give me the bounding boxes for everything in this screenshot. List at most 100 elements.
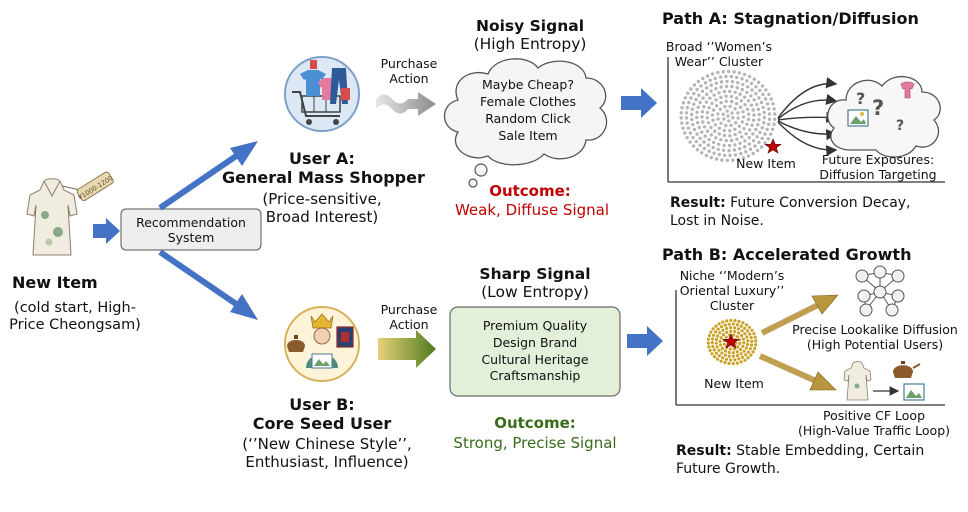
cluster-dot bbox=[700, 89, 705, 94]
cluster-dot bbox=[707, 137, 711, 142]
cluster-dot bbox=[710, 352, 714, 356]
cluster-dot bbox=[690, 107, 694, 112]
cluster-dot bbox=[726, 114, 730, 118]
cluster-dot bbox=[718, 75, 723, 79]
cluster-dot bbox=[705, 86, 709, 90]
cluster-dot bbox=[755, 135, 759, 139]
cluster-dot bbox=[740, 355, 745, 359]
cluster-dot bbox=[720, 351, 724, 355]
path-a-title: Path A: Stagnation/Diffusion bbox=[662, 9, 919, 28]
cluster-dot bbox=[739, 352, 743, 356]
cluster-dot bbox=[705, 110, 710, 115]
cluster-dot bbox=[719, 359, 723, 363]
cluster-dot bbox=[712, 151, 716, 155]
cluster-dot bbox=[724, 138, 728, 143]
growth-arrow-lookalike bbox=[760, 294, 839, 336]
cluster-dot bbox=[723, 353, 728, 357]
cluster-dot bbox=[703, 81, 708, 85]
cluster-dot bbox=[714, 136, 718, 140]
cluster-dot bbox=[763, 132, 767, 136]
cluster-dot bbox=[751, 151, 755, 156]
cluster-dot bbox=[733, 90, 737, 95]
cluster-dot bbox=[733, 153, 738, 157]
user-b-title: User B: Core Seed User bbox=[252, 395, 392, 433]
cluster-dot bbox=[689, 112, 694, 117]
cluster-dot bbox=[744, 132, 748, 136]
path-b-lookalike-label: Precise Lookalike Diffusion (High Potent… bbox=[792, 322, 958, 352]
cluster-dot bbox=[697, 125, 701, 130]
cluster-dot bbox=[751, 350, 755, 354]
user-b-description: (‘’New Chinese Style’’, Enthusiast, Infl… bbox=[242, 435, 412, 471]
cluster-dot bbox=[756, 107, 761, 112]
cluster-dot bbox=[716, 357, 720, 361]
cluster-dot bbox=[732, 70, 736, 74]
cluster-dot bbox=[692, 102, 696, 107]
cluster-dot bbox=[708, 78, 712, 83]
cluster-dot bbox=[716, 334, 720, 338]
cluster-dot bbox=[729, 329, 733, 333]
cluster-dot bbox=[722, 128, 726, 133]
cluster-dot bbox=[692, 127, 697, 132]
cluster-dot bbox=[767, 122, 771, 127]
cluster-dot bbox=[749, 94, 753, 98]
cluster-dot bbox=[713, 355, 717, 359]
cluster-dot bbox=[746, 117, 751, 122]
cluster-dot bbox=[745, 335, 749, 339]
cluster-dot bbox=[728, 153, 732, 158]
cluster-dot bbox=[695, 110, 699, 115]
cluster-dot bbox=[733, 326, 737, 330]
cluster-dot bbox=[695, 148, 700, 152]
cluster-dot bbox=[760, 84, 765, 88]
arrow-system-to-user-b bbox=[158, 249, 258, 320]
cluster-dot bbox=[721, 328, 725, 332]
cluster-dot bbox=[713, 123, 718, 127]
path-a-axes bbox=[667, 57, 945, 183]
cluster-dot bbox=[714, 341, 718, 345]
cluster-dot bbox=[680, 106, 684, 110]
cluster-dot bbox=[719, 95, 723, 100]
cluster-dot bbox=[735, 350, 739, 354]
cluster-dot bbox=[715, 104, 719, 108]
cluster-dot bbox=[732, 148, 737, 152]
path-a-cluster-label: Broad ‘’Women’s Wear’’ Cluster bbox=[665, 39, 773, 69]
cluster-dot bbox=[752, 332, 756, 336]
cluster-dot bbox=[765, 102, 770, 106]
noisy-outcome-label: Outcome: bbox=[489, 182, 571, 200]
cluster-dot bbox=[709, 330, 713, 334]
cluster-dot bbox=[748, 332, 752, 336]
cluster-dot bbox=[773, 117, 777, 121]
cluster-dot bbox=[724, 84, 729, 89]
cluster-dot bbox=[757, 96, 761, 100]
cluster-dot bbox=[728, 104, 732, 109]
cluster-dot bbox=[698, 100, 702, 105]
cluster-dot bbox=[711, 145, 715, 150]
cluster-dot bbox=[762, 115, 767, 120]
cluster-dot bbox=[725, 319, 729, 323]
cheongsam-icon bbox=[26, 178, 81, 256]
cluster-dot bbox=[749, 353, 753, 357]
cluster-dot bbox=[719, 138, 723, 142]
cluster-dot bbox=[727, 350, 731, 355]
cluster-dot bbox=[684, 116, 689, 120]
cluster-dot bbox=[741, 156, 746, 160]
cheongsam-small-icon bbox=[843, 361, 872, 401]
cluster-dot bbox=[691, 144, 696, 148]
cluster-dot bbox=[724, 326, 729, 331]
cluster-dot bbox=[734, 121, 738, 125]
cluster-dot bbox=[738, 141, 742, 145]
cluster-dot bbox=[692, 91, 696, 96]
cluster-dot bbox=[753, 335, 757, 339]
cluster-dot bbox=[751, 108, 755, 112]
cluster-dot bbox=[691, 135, 695, 140]
cluster-dot bbox=[736, 345, 740, 349]
cluster-dot bbox=[717, 322, 721, 326]
cluster-dot bbox=[738, 105, 743, 109]
cluster-dot bbox=[714, 330, 718, 334]
cluster-dot bbox=[772, 122, 776, 127]
cluster-dot bbox=[719, 121, 723, 126]
cluster-dot bbox=[742, 72, 747, 77]
cluster-dot bbox=[740, 334, 744, 338]
cluster-dot bbox=[731, 362, 735, 366]
cluster-dot bbox=[696, 79, 701, 84]
cluster-dot bbox=[743, 332, 747, 336]
